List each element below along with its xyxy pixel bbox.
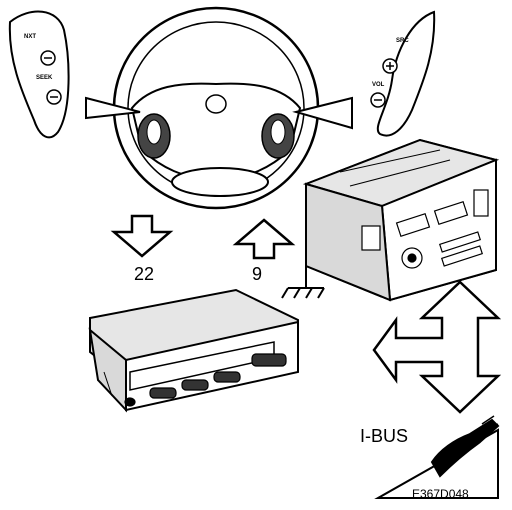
right-wheel-button-cluster	[261, 113, 295, 159]
radio-unit-icon	[302, 138, 500, 302]
radio-connector-icon	[361, 225, 381, 251]
arrow-down-value: 22	[134, 264, 154, 284]
right-plus-button	[382, 58, 398, 74]
right-switch-panel: SRC VOL	[370, 10, 436, 137]
figure-code: E367D048	[412, 487, 469, 501]
display-buttons	[124, 353, 287, 407]
horn-logo-icon	[205, 94, 227, 114]
left-minus-button	[46, 89, 62, 105]
connector-icon	[374, 415, 500, 499]
left-plus-button	[40, 50, 56, 66]
right-callout-pointer	[292, 96, 353, 130]
arrow-down-icon	[110, 214, 174, 258]
arrow-up-icon	[232, 218, 296, 260]
right-minus-button	[370, 92, 386, 108]
bus-label: I-BUS	[360, 426, 408, 446]
arrow-up-value: 9	[252, 264, 262, 284]
left-callout-pointer	[85, 96, 141, 120]
bus-arrow-icon	[372, 280, 502, 414]
next-label: NXT	[24, 34, 36, 40]
steering-wheel-icon	[85, 6, 353, 210]
display-unit-icon	[88, 288, 299, 413]
source-label: SRC	[396, 38, 409, 44]
radio-front-panel	[395, 189, 489, 269]
ground-symbol-icon	[281, 262, 325, 299]
volume-label: VOL	[372, 82, 385, 88]
seek-label: SEEK	[36, 75, 53, 81]
left-switch-panel: NXT SEEK	[8, 10, 70, 139]
left-wheel-button-cluster	[137, 113, 171, 159]
